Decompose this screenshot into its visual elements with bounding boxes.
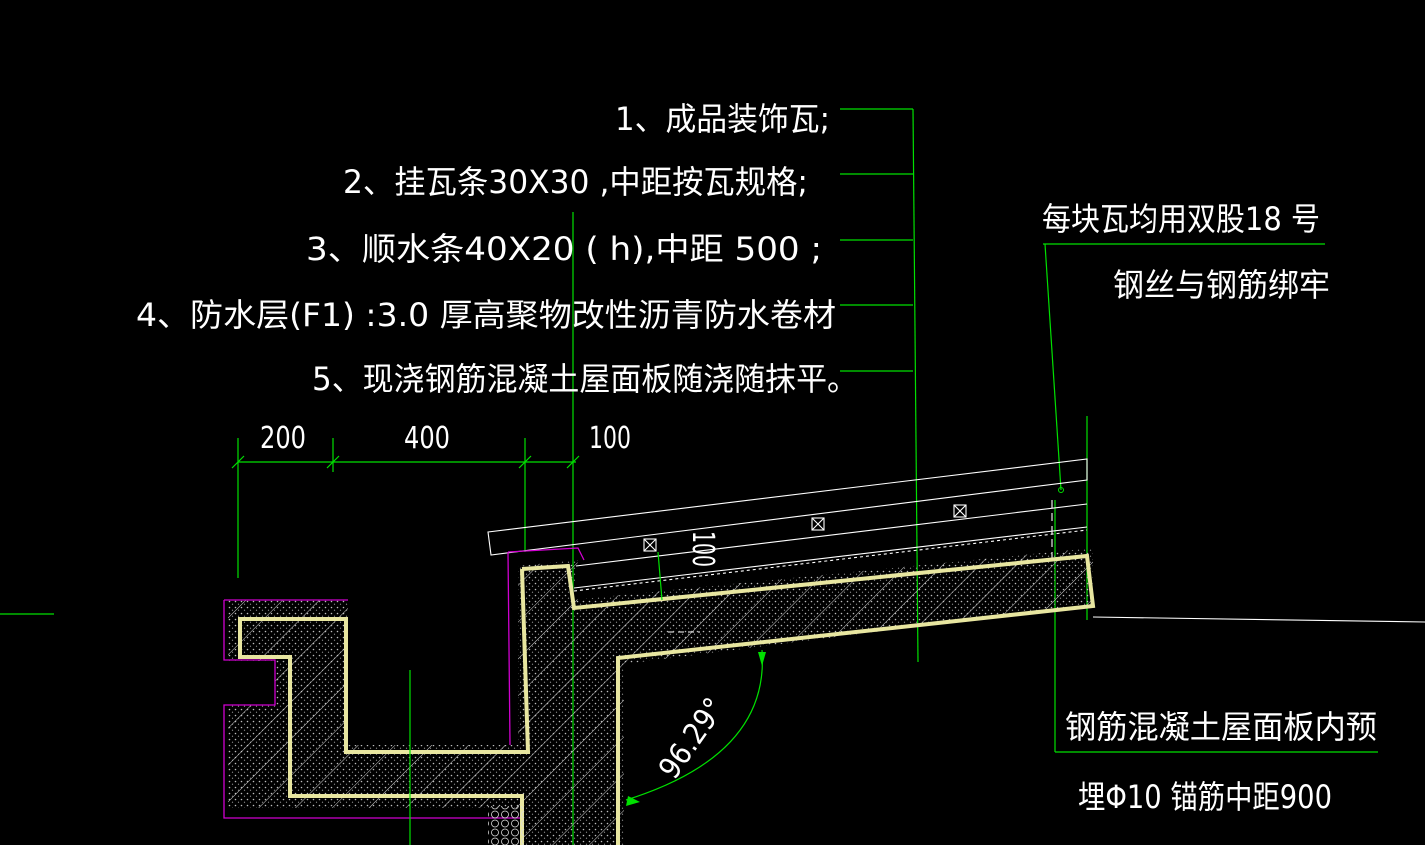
tie-note-line1: 每块瓦均用双股18 号 [1042, 200, 1320, 238]
anchor-note-line2: 埋Φ10 锚筋中距900 [1078, 778, 1332, 816]
note-5: 5、现浇钢筋混凝土屋面板随浇随抹平。 [312, 360, 858, 398]
angle-marker [409, 551, 766, 845]
dim-100: 100 [589, 421, 631, 456]
dim-200: 200 [260, 421, 306, 456]
tie-wire-leader [1043, 243, 1325, 493]
note-2: 2、挂瓦条30X30 ,中距按瓦规格; [343, 163, 808, 201]
roof-layers [487, 458, 1425, 633]
dim-thickness: 100 [685, 531, 720, 567]
note-1: 1、成品装饰瓦; [615, 100, 830, 138]
anchor-leader [1054, 416, 1378, 753]
note-4: 4、防水层(F1) :3.0 厚高聚物改性沥青防水卷材 [136, 296, 836, 334]
tie-note-line2: 钢丝与钢筋绑牢 [1113, 266, 1330, 304]
anchor-note-line1: 钢筋混凝土屋面板内预 [1065, 708, 1377, 746]
dim-400: 400 [404, 421, 450, 456]
note-3: 3、顺水条40X20 ( h),中距 500 ; [306, 230, 822, 268]
concrete-section [223, 547, 1096, 845]
